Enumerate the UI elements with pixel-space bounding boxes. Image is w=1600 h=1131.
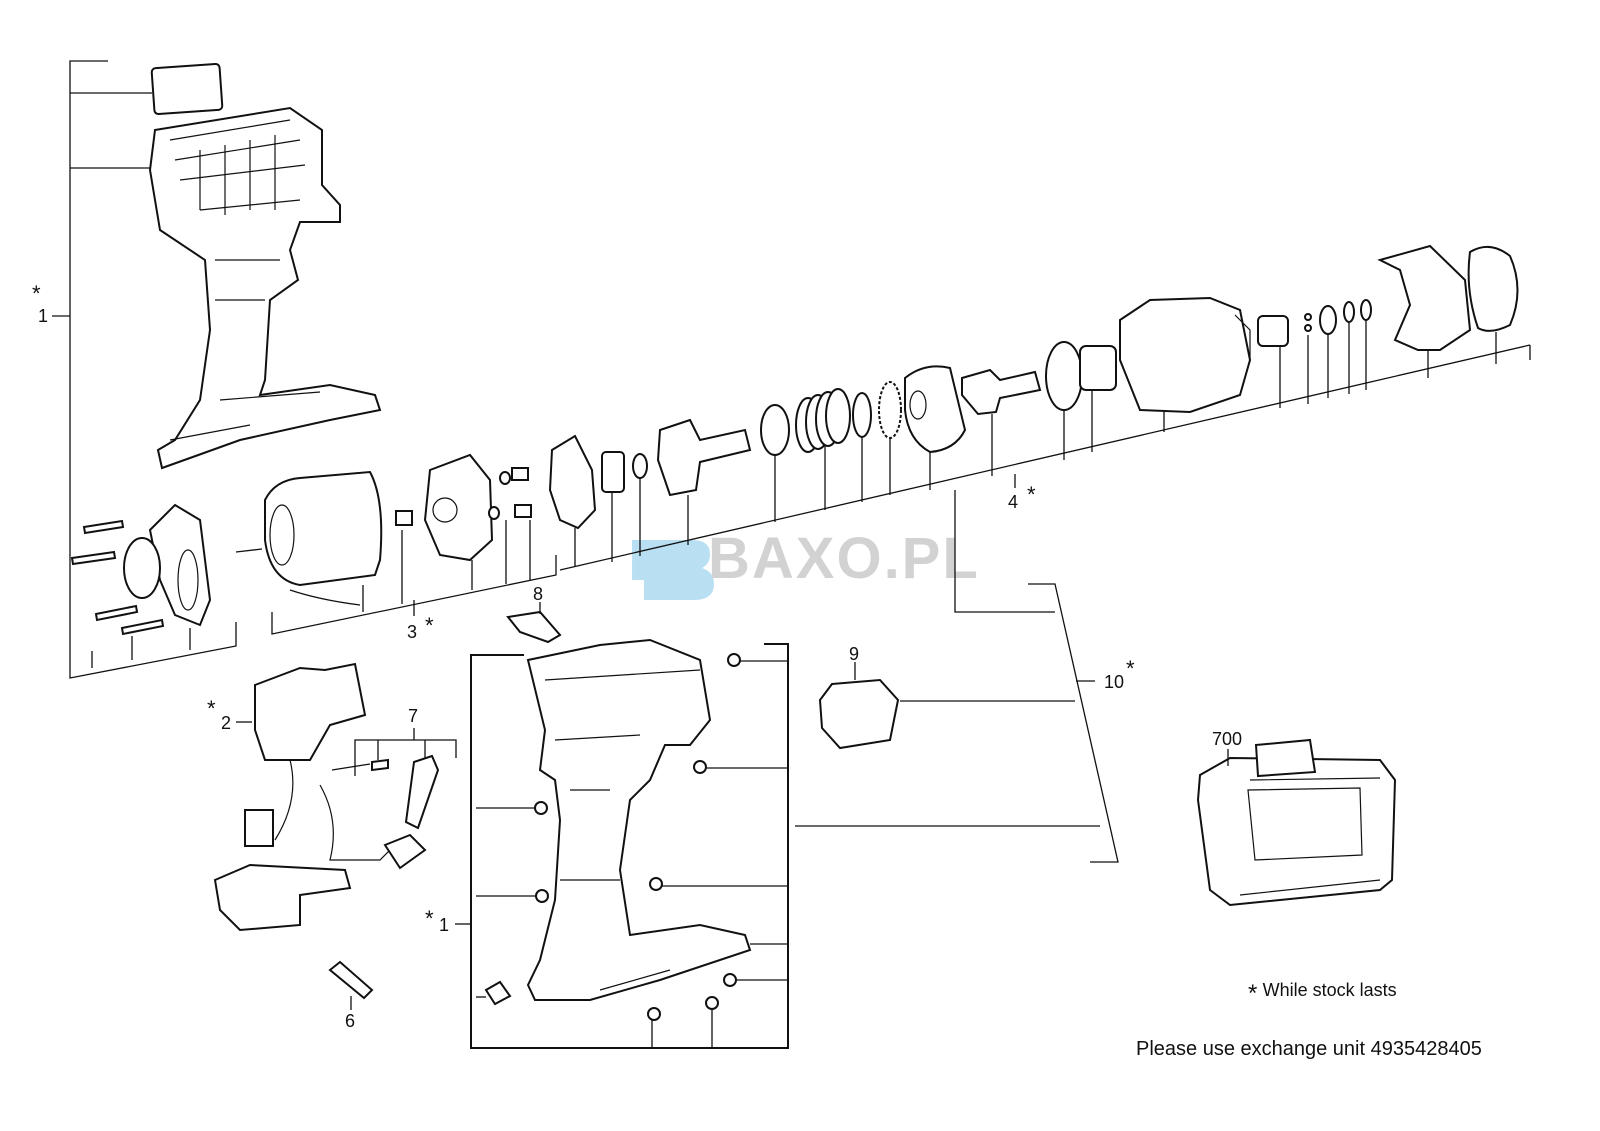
bracket-part-1 <box>52 60 237 679</box>
motor-plate <box>423 453 494 562</box>
callout-4: 4 <box>1008 492 1018 512</box>
end-cap <box>148 503 212 627</box>
callout-2: 2 <box>221 713 231 733</box>
watermark-logo-icon <box>632 540 714 600</box>
switch-base <box>213 863 352 932</box>
callout-1-star: * <box>32 281 41 306</box>
slider-7 <box>404 754 440 830</box>
callout-10: 10 <box>1104 672 1124 692</box>
spring <box>795 388 851 453</box>
spring-7 <box>371 758 389 772</box>
footnote-text: While stock lasts <box>1262 980 1397 1000</box>
switch-assembly <box>213 662 427 932</box>
hammer-mechanism-group <box>548 341 1531 571</box>
callout-7: 7 <box>408 706 418 726</box>
callout-4-star: * <box>1027 482 1036 507</box>
ball-bearing-ring <box>878 381 902 439</box>
callout-3: 3 <box>407 622 417 642</box>
housing-half-left <box>148 106 382 470</box>
carry-case <box>1196 738 1397 907</box>
case-handle <box>1254 738 1317 778</box>
callout-6: 6 <box>345 1011 355 1031</box>
housing-half-right <box>526 638 752 1001</box>
callout-3-star: * <box>425 613 434 638</box>
hammer <box>904 365 967 454</box>
bracket-part-10 <box>795 490 1119 863</box>
label-plate <box>150 62 224 116</box>
gear-housing-group <box>1119 244 1519 432</box>
front-cap <box>1467 245 1519 332</box>
spindle <box>656 418 752 497</box>
exchange-unit-note: Please use exchange unit 4935428405 <box>1136 1038 1482 1060</box>
o-ring <box>123 537 161 599</box>
callout-1-top: 1 <box>38 306 48 326</box>
label-pad <box>818 678 900 750</box>
callout-8: 8 <box>533 584 543 604</box>
anvil <box>961 368 1042 416</box>
watermark-text: BAXO.PL <box>708 526 980 591</box>
direction-switch <box>506 610 562 644</box>
footnote: * While stock lasts <box>1248 980 1397 1008</box>
footnote-star: * <box>1248 980 1258 1007</box>
part-7-group <box>331 728 457 830</box>
motor-end-cap-group <box>70 503 263 636</box>
gear-housing <box>1119 296 1252 414</box>
front-bumper <box>1377 244 1472 351</box>
housing-half-right-box <box>455 638 789 1049</box>
bit <box>328 960 374 1000</box>
pinion <box>395 510 413 526</box>
callout-700: 700 <box>1212 729 1242 749</box>
callout-1b-star: * <box>425 906 434 931</box>
callout-9: 9 <box>849 644 859 664</box>
callout-10-star: * <box>1126 656 1135 681</box>
motor-group <box>264 453 557 635</box>
motor <box>264 470 383 587</box>
switch <box>254 662 367 761</box>
watermark: BAXO.PL <box>632 526 980 600</box>
spring-small <box>1319 305 1337 335</box>
screws <box>70 519 165 636</box>
ring-gear <box>548 434 597 530</box>
callout-2-star: * <box>207 696 216 721</box>
callout-1-bottom: 1 <box>439 915 449 935</box>
